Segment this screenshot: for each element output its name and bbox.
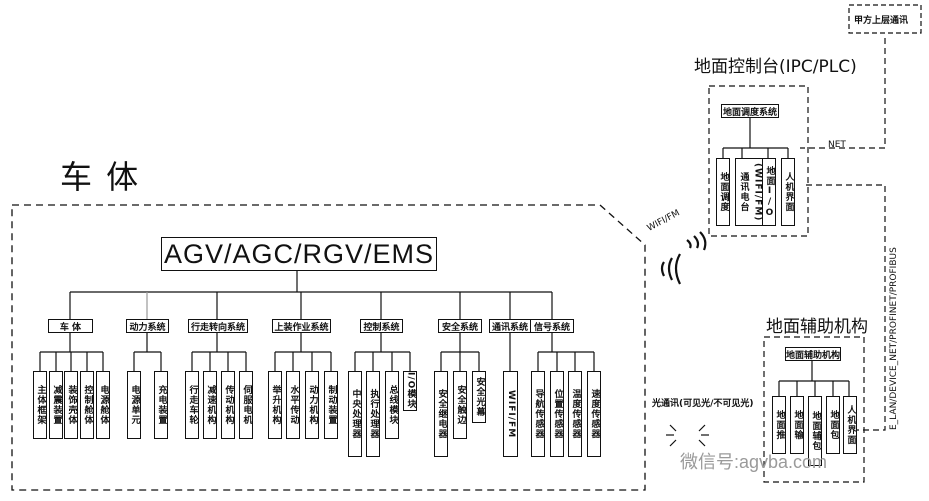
ground-console-title: 地面控制台(IPC/PLC) xyxy=(694,57,857,77)
category-signal-system: 信号系统 xyxy=(530,319,574,333)
main-system-box: AGV/AGC/RGV/EMS xyxy=(161,237,437,271)
leaf-charger: 充电装置 xyxy=(154,371,168,439)
aux-item-push: 地面推 xyxy=(772,396,786,454)
leaf-wifi-fm: WIFI/FM xyxy=(503,371,518,457)
leaf-safety-edge: 安全触边 xyxy=(453,371,467,439)
leaf-control-cabin: 控制舱体 xyxy=(80,371,94,439)
optical-signal-icon xyxy=(666,424,709,447)
console-item-radio-note: (WIFI/FM) xyxy=(752,162,763,222)
leaf-exec-processor: 执行处理器 xyxy=(366,371,380,457)
leaf-io-module: I/O模块 xyxy=(403,371,417,411)
leaf-shell: 装饰壳体 xyxy=(64,371,78,439)
leaf-wheels: 行走车轮 xyxy=(185,371,199,439)
category-upper-work: 上装作业系统 xyxy=(272,319,331,333)
lan-label: E_LAN/DEVICE_NET/PROFINET/PROFIBUS xyxy=(889,247,899,430)
ground-aux-box: 地面辅助机构 xyxy=(785,347,841,361)
leaf-damping: 减震装置 xyxy=(49,371,63,439)
leaf-reducer: 减速机构 xyxy=(203,371,217,439)
leaf-speed-sensor: 速度传感器 xyxy=(587,371,601,457)
dispatch-system-box: 地面调度系统 xyxy=(721,104,779,118)
upper-comm-label: 甲方上层通讯 xyxy=(854,16,909,26)
aux-item-convey: 地面输 xyxy=(790,396,804,454)
aux-item-hmi: 人机界面 xyxy=(843,396,857,454)
leaf-safety-relay: 安全继电器 xyxy=(434,371,448,457)
leaf-power-cabin: 电源舱体 xyxy=(96,371,110,439)
wireless-waves-icon xyxy=(660,231,707,285)
console-item-dispatch: 地面调度 xyxy=(716,158,730,226)
category-control-system: 控制系统 xyxy=(360,319,403,333)
leaf-bus-module: 总线模块 xyxy=(385,371,399,439)
leaf-cpu: 中央处理器 xyxy=(348,371,362,457)
ground-aux-title: 地面辅助机构 xyxy=(766,317,868,337)
leaf-brake: 制动装置 xyxy=(324,371,338,439)
leaf-power-unit: 电源单元 xyxy=(127,371,141,439)
aux-item-assist: 地面辅包 xyxy=(808,396,822,466)
leaf-servo-motor: 伺服电机 xyxy=(239,371,253,439)
category-drive-steering: 行走转向系统 xyxy=(188,319,248,333)
leaf-main-frame: 主体框架 xyxy=(33,371,47,439)
console-item-hmi: 人机界面 xyxy=(781,158,795,226)
vehicle-title: 车 体 xyxy=(60,158,141,196)
net-label: NET xyxy=(828,140,846,150)
leaf-horizontal-drive: 水平传动 xyxy=(286,371,300,439)
category-vehicle-body: 车 体 xyxy=(48,319,93,333)
watermark-text: 微信号:agvba.com xyxy=(680,452,828,472)
leaf-lift: 举升机构 xyxy=(268,371,282,439)
category-power-system: 动力系统 xyxy=(126,319,169,333)
console-item-radio: 通讯电台 (WIFI/FM) xyxy=(735,158,763,226)
leaf-safety-curtain: 安全光幕 xyxy=(472,371,486,423)
leaf-power-mechanism: 动力机构 xyxy=(305,371,319,439)
console-item-radio-label: 通讯电台 xyxy=(738,172,749,212)
category-comm-system: 通讯系统 xyxy=(489,319,531,333)
leaf-position-sensor: 位置传感器 xyxy=(550,371,564,457)
optical-comm-label: 光通讯(可见光/不可见光) xyxy=(652,399,754,409)
leaf-transmission: 传动机构 xyxy=(221,371,235,439)
leaf-nav-sensor: 导航传感器 xyxy=(531,371,545,457)
leaf-temp-sensor: 温度传感器 xyxy=(568,371,582,457)
console-item-io: 地面I/O xyxy=(762,158,776,226)
aux-item-pack: 地面包 xyxy=(826,396,840,454)
category-safety-system: 安全系统 xyxy=(438,319,482,333)
